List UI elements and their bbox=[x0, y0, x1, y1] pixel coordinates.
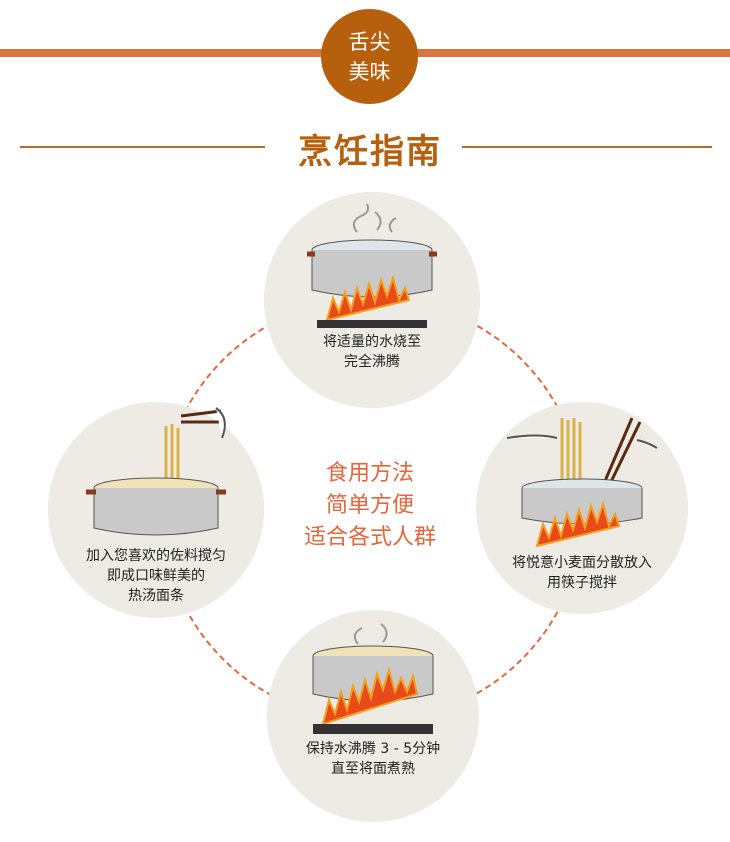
summary-line: 适合各式人群 bbox=[303, 525, 436, 550]
step-add-noodles: 将悦意小麦面分散放入 用筷子搅拌 bbox=[476, 402, 688, 614]
badge-line1: 舌尖 bbox=[348, 30, 391, 54]
title-rule-left bbox=[20, 146, 265, 148]
badge-line2: 美味 bbox=[348, 60, 391, 84]
step-caption: 用筷子搅拌 bbox=[547, 575, 617, 591]
step-boil-water: 将适量的水烧至 完全沸腾 bbox=[264, 192, 480, 408]
step-season: 加入您喜欢的佐料搅匀 即成口味鲜美的 热汤面条 bbox=[48, 402, 264, 618]
badge: 舌尖 美味 bbox=[321, 9, 418, 104]
step-caption: 将适量的水烧至 bbox=[323, 334, 421, 350]
step-caption: 直至将面煮熟 bbox=[331, 761, 415, 777]
noodle-pot-icon bbox=[86, 407, 226, 536]
pot-chopsticks-icon bbox=[506, 417, 658, 548]
summary-line: 简单方便 bbox=[325, 493, 414, 518]
usage-summary: 食用方法 简单方便 适合各式人群 bbox=[270, 458, 470, 554]
step-caption: 将悦意小麦面分散放入 bbox=[512, 555, 652, 571]
simmering-pot-icon bbox=[312, 623, 434, 734]
step-caption: 加入您喜欢的佐料搅匀 bbox=[86, 548, 226, 564]
boiling-pot-icon bbox=[307, 203, 437, 328]
summary-line: 食用方法 bbox=[325, 461, 414, 486]
step-caption: 保持水沸腾 3 - 5分钟 bbox=[305, 741, 441, 757]
step-caption: 热汤面条 bbox=[128, 588, 184, 604]
step-caption: 即成口味鲜美的 bbox=[107, 568, 205, 584]
step-caption: 完全沸腾 bbox=[344, 354, 400, 370]
page-title: 烹饪指南 bbox=[298, 132, 442, 172]
title-rule-right bbox=[462, 146, 712, 148]
step-simmer: 保持水沸腾 3 - 5分钟 直至将面煮熟 bbox=[267, 610, 479, 822]
